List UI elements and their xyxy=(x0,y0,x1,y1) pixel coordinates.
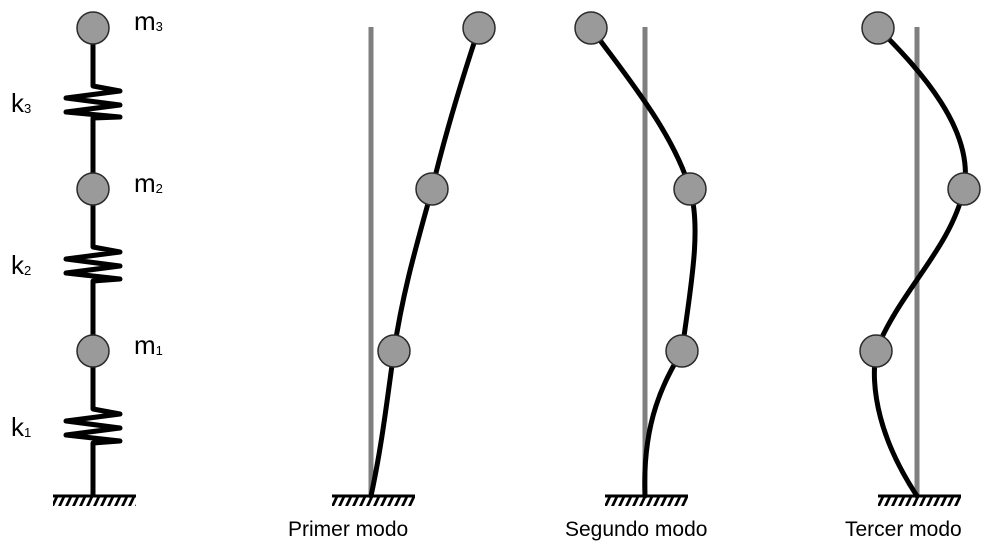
mass-m3 xyxy=(76,11,110,45)
spring-label-k3: k3 xyxy=(11,90,31,122)
mass-index: 3 xyxy=(155,19,163,34)
mode-3-mass-1 xyxy=(859,334,893,368)
mode-3-mass-2 xyxy=(947,172,981,206)
lumped-mass-model xyxy=(53,11,136,506)
mass-m1 xyxy=(76,334,110,368)
spring-symbol: k xyxy=(11,250,24,280)
mode-3-shape xyxy=(859,11,981,506)
spring-index: 3 xyxy=(24,101,32,116)
mode-2-mass-3 xyxy=(574,11,608,45)
mass-symbol: m xyxy=(134,6,156,36)
mass-label-m2: m2 xyxy=(134,170,163,202)
mode-2-mass-2 xyxy=(673,172,707,206)
mode-1-caption: Primer modo xyxy=(288,518,409,541)
mode-2-caption: Segundo modo xyxy=(565,518,708,541)
mode-1-ground-support xyxy=(332,496,415,506)
mode-3-caption: Tercer modo xyxy=(845,518,962,541)
mass-m2 xyxy=(76,172,110,206)
mode-3-ground-support xyxy=(878,496,961,506)
mass-label-m1: m1 xyxy=(134,332,163,364)
mode-1-mass-2 xyxy=(415,172,449,206)
spring-index: 1 xyxy=(24,425,32,440)
mode-1-deformed-shape xyxy=(368,25,482,499)
mode-2-ground-support xyxy=(605,496,688,506)
mode-2-shape xyxy=(574,11,707,506)
spring-k3 xyxy=(63,83,123,121)
mode-2-deformed-shape xyxy=(588,25,698,499)
mode-3-deformed-shape xyxy=(871,25,968,499)
model-ground-support xyxy=(53,496,136,506)
spring-symbol: k xyxy=(11,88,24,118)
mode-1-mass-3 xyxy=(462,11,496,45)
mode-1-shape xyxy=(332,11,496,506)
spring-index: 2 xyxy=(24,263,32,278)
mass-symbol: m xyxy=(134,330,156,360)
mode-3-mass-3 xyxy=(861,11,895,45)
spring-label-k2: k2 xyxy=(11,252,31,284)
spring-k2 xyxy=(63,244,123,284)
spring-symbol: k xyxy=(11,412,24,442)
mode-2-mass-1 xyxy=(665,334,699,368)
mode-1-mass-1 xyxy=(377,334,411,368)
spring-k1 xyxy=(63,406,123,446)
mass-symbol: m xyxy=(134,168,156,198)
mass-index: 1 xyxy=(155,343,163,358)
spring-label-k1: k1 xyxy=(11,414,31,446)
mass-index: 2 xyxy=(155,181,163,196)
mass-label-m3: m3 xyxy=(134,8,163,40)
